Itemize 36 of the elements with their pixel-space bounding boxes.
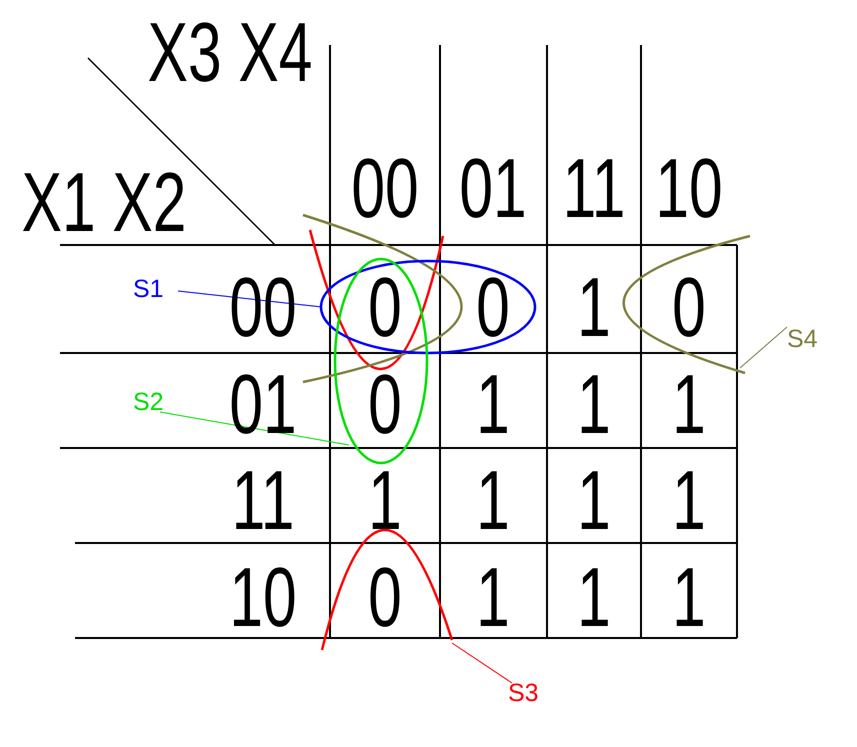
group-label: S2 (133, 390, 164, 415)
row-header: 01 (229, 362, 297, 446)
leader-line (740, 326, 788, 368)
cell-value: 1 (476, 362, 510, 446)
cell-value: 0 (368, 265, 402, 349)
cell-value: 1 (672, 362, 706, 446)
group-label: S3 (508, 681, 539, 706)
grouping-curve (622, 234, 750, 374)
cell-value: 1 (368, 458, 402, 542)
cell-value: 1 (476, 555, 510, 639)
cell-value: 0 (368, 362, 402, 446)
cell-value: 0 (476, 265, 510, 349)
group-label: S4 (787, 327, 818, 352)
row-header: 11 (232, 458, 294, 542)
cell-value: 1 (476, 458, 510, 542)
grouping-ellipse (320, 260, 536, 354)
cell-value: 1 (672, 458, 706, 542)
column-header: 11 (562, 146, 626, 230)
column-header: 10 (655, 146, 723, 230)
axis-label: X3 X4 (148, 10, 312, 94)
column-header: 01 (459, 146, 527, 230)
leader-line (160, 412, 350, 446)
leader-line (452, 642, 512, 684)
group-label: S1 (133, 277, 164, 302)
cell-value: 1 (577, 458, 611, 542)
cell-value: 1 (577, 555, 611, 639)
cell-value: 1 (672, 555, 706, 639)
column-header: 00 (351, 146, 419, 230)
axis-label: X1 X2 (22, 160, 186, 244)
grouping-ellipse (334, 258, 428, 464)
cell-value: 1 (577, 362, 611, 446)
cell-value: 0 (672, 265, 706, 349)
row-header: 10 (229, 555, 297, 639)
grouping-curve (320, 529, 454, 650)
cell-value: 0 (368, 555, 402, 639)
cell-value: 1 (577, 265, 611, 349)
